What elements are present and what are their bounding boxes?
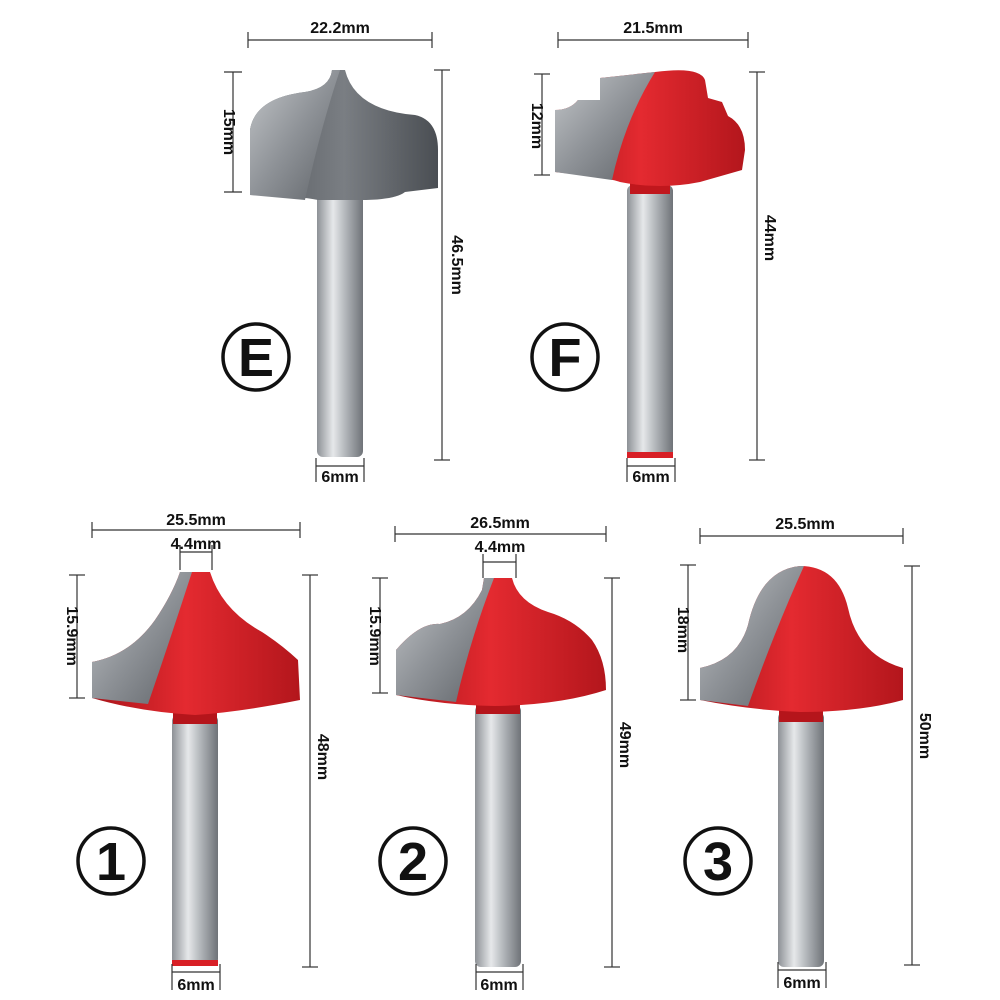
bit-2-total-length: 49mm xyxy=(616,722,633,768)
bit-2-height-dim: 15.9mm xyxy=(366,577,388,694)
bit-f-height-dim: 12mm xyxy=(528,73,550,176)
bit-f-cut-height: 12mm xyxy=(528,103,545,149)
bit-3-label: 3 xyxy=(703,832,733,892)
bit-1-shank-dim: 6mm xyxy=(171,964,221,994)
bit-e-shank-size: 6mm xyxy=(321,469,358,486)
bit-f-total-length: 44mm xyxy=(761,215,778,261)
bit-1-badge: 1 xyxy=(76,826,146,896)
bit-2-pilot-dim: 4.4mm xyxy=(475,539,526,578)
bit-3-shank-dim: 6mm xyxy=(777,962,827,992)
bit-2-shank-size: 6mm xyxy=(480,977,517,994)
bit-e-shank xyxy=(317,185,363,457)
bit-2-length-dim: 49mm xyxy=(604,577,633,968)
bit-e-shank-dim: 6mm xyxy=(315,458,365,486)
bit-f-label: F xyxy=(549,328,582,388)
bit-e-badge: E xyxy=(221,322,291,392)
bit-e-height-dim: 15mm xyxy=(220,71,242,193)
bit-2: 26.5mm 4.4mm 15.9mm 49mm 6mm xyxy=(366,515,633,994)
bit-f: 21.5mm 12mm 44mm 6mm F xyxy=(528,20,778,486)
bit-1-length-dim: 48mm xyxy=(302,574,331,968)
bit-f-shank-size: 6mm xyxy=(632,469,669,486)
bit-2-cut-height: 15.9mm xyxy=(366,606,383,666)
bit-f-shank xyxy=(627,185,673,457)
bit-2-badge: 2 xyxy=(378,826,448,896)
bit-3: 25.5mm 18mm 50mm 6mm 3 xyxy=(674,516,933,992)
bit-3-cut-height: 18mm xyxy=(674,607,691,653)
bit-1-cut-height: 15.9mm xyxy=(63,606,80,666)
bit-f-shank-dim: 6mm xyxy=(626,458,676,486)
bit-3-length-dim: 50mm xyxy=(904,565,933,966)
bit-f-badge: F xyxy=(530,322,600,392)
bit-2-shank-dim: 6mm xyxy=(475,964,524,994)
bit-f-width-dim: 21.5mm xyxy=(557,20,749,48)
bit-e: 22.2mm 15mm 46.5mm 6mm E xyxy=(220,20,465,486)
bit-3-badge: 3 xyxy=(683,826,753,896)
bit-2-label: 2 xyxy=(398,832,428,892)
bit-3-width-dim: 25.5mm xyxy=(699,516,904,544)
bit-2-pilot: 4.4mm xyxy=(475,539,526,556)
bit-e-label: E xyxy=(238,328,274,388)
bit-3-height-dim: 18mm xyxy=(674,564,696,701)
bit-1-height-dim: 15.9mm xyxy=(63,574,85,699)
bit-e-width-dim: 22.2mm xyxy=(247,20,433,48)
bit-1-label: 1 xyxy=(96,832,126,892)
bit-1-pilot: 4.4mm xyxy=(171,536,222,553)
bit-1-shank xyxy=(172,715,218,965)
bit-e-width: 22.2mm xyxy=(310,20,370,37)
bit-1-total-length: 48mm xyxy=(314,734,331,780)
bit-e-length-dim: 46.5mm xyxy=(434,69,465,461)
bit-e-cut-height: 15mm xyxy=(220,109,237,155)
bit-3-shank-size: 6mm xyxy=(783,975,820,992)
bit-f-width: 21.5mm xyxy=(623,20,683,37)
bit-3-total-length: 50mm xyxy=(916,713,933,759)
bit-1: 25.5mm 4.4mm 15.9mm 48mm 6mm xyxy=(63,512,331,994)
bit-1-width-dim: 25.5mm xyxy=(91,512,301,538)
bit-e-total-length: 46.5mm xyxy=(448,235,465,295)
bit-3-shank xyxy=(778,712,824,967)
bit-1-width: 25.5mm xyxy=(166,512,226,529)
bit-2-shank xyxy=(475,705,521,967)
bit-1-pilot-dim: 4.4mm xyxy=(171,536,222,570)
bit-2-width: 26.5mm xyxy=(470,515,530,532)
bit-3-width: 25.5mm xyxy=(775,516,835,533)
bit-2-width-dim: 26.5mm xyxy=(394,515,607,542)
bit-1-shank-size: 6mm xyxy=(177,977,214,994)
bit-f-length-dim: 44mm xyxy=(749,71,778,461)
